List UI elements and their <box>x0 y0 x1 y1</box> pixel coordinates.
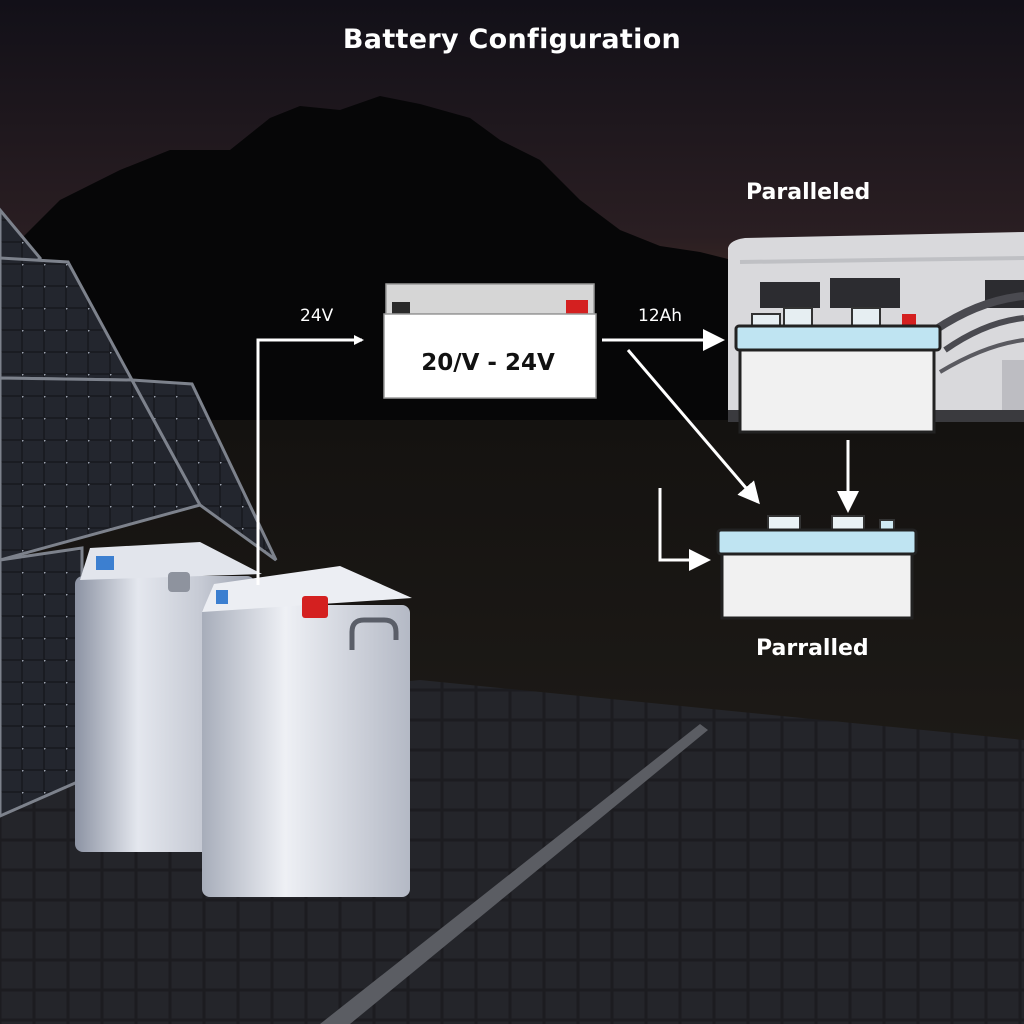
page-title: Battery Configuration <box>342 24 682 55</box>
paralleled-battery-bottom <box>716 515 918 620</box>
voltage-range-label: 20/V - 24V <box>421 350 555 376</box>
physical-battery-front <box>202 566 412 897</box>
central-battery-icon <box>383 283 597 399</box>
mat-seam <box>320 724 708 1024</box>
paralleled-bottom-label: Parralled <box>756 636 869 661</box>
paralleled-top-label: Paralleled <box>746 180 871 205</box>
solar-panel-array <box>0 207 278 818</box>
connection-lines <box>256 329 859 585</box>
paralleled-battery-top <box>734 307 942 434</box>
input-voltage-label: 24V <box>300 306 334 326</box>
capacity-label: 12Ah <box>638 306 683 326</box>
